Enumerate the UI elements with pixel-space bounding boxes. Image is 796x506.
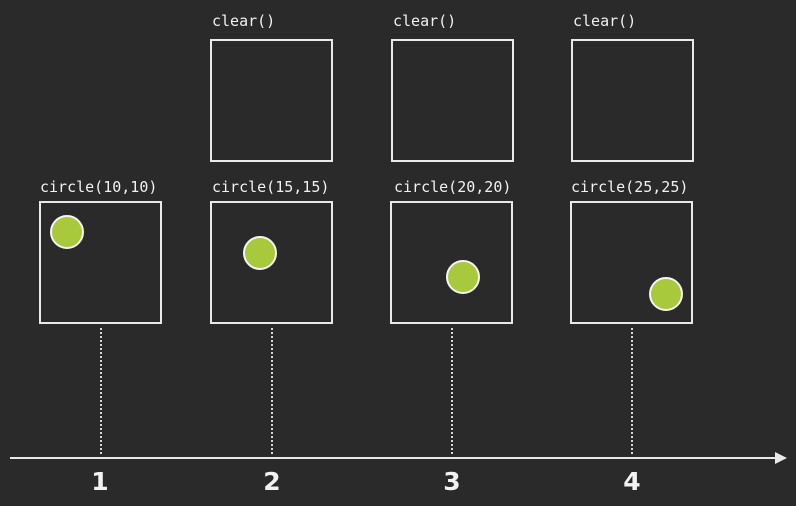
canvas-step-4 bbox=[570, 201, 693, 324]
green-circle-step-2 bbox=[243, 236, 277, 270]
dotted-connector-step-2 bbox=[271, 328, 273, 454]
green-circle-step-1 bbox=[50, 215, 84, 249]
green-circle-step-3 bbox=[446, 260, 480, 294]
circle-label-step-2: circle(15,15) bbox=[212, 178, 330, 196]
circle-label-step-4: circle(25,25) bbox=[571, 178, 689, 196]
timeline-arrow-icon bbox=[775, 452, 787, 464]
green-circle-step-4 bbox=[649, 277, 683, 311]
cleared-canvas-step-4 bbox=[571, 39, 694, 162]
step-number-4: 4 bbox=[623, 467, 641, 496]
clear-label-step-3: clear() bbox=[393, 12, 457, 30]
circle-label-step-1: circle(10,10) bbox=[40, 178, 158, 196]
dotted-connector-step-3 bbox=[451, 328, 453, 454]
canvas-step-1 bbox=[39, 201, 162, 324]
canvas-step-2 bbox=[210, 201, 333, 324]
dotted-connector-step-4 bbox=[631, 328, 633, 454]
timeline-axis bbox=[10, 457, 778, 459]
canvas-step-3 bbox=[390, 201, 513, 324]
clear-label-step-4: clear() bbox=[573, 12, 637, 30]
cleared-canvas-step-2 bbox=[210, 39, 333, 162]
step-number-2: 2 bbox=[263, 467, 281, 496]
clear-label-step-2: clear() bbox=[212, 12, 276, 30]
dotted-connector-step-1 bbox=[100, 328, 102, 454]
step-number-3: 3 bbox=[443, 467, 461, 496]
circle-label-step-3: circle(20,20) bbox=[394, 178, 512, 196]
cleared-canvas-step-3 bbox=[391, 39, 514, 162]
step-number-1: 1 bbox=[91, 467, 109, 496]
